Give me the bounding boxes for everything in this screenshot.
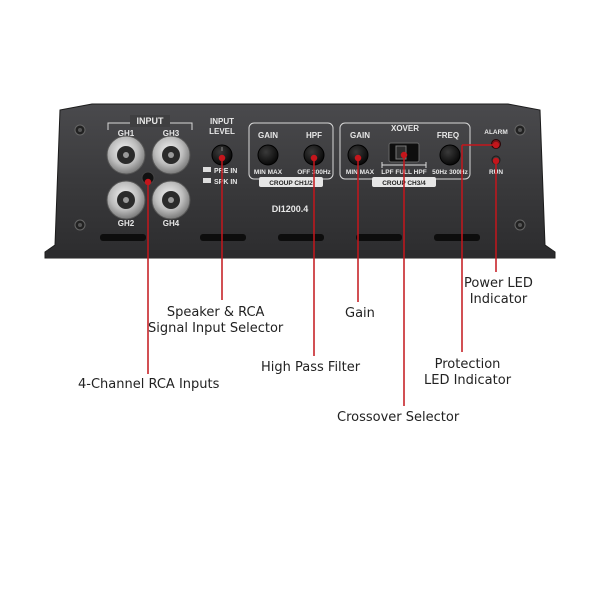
svg-text:XOVER: XOVER — [391, 124, 419, 133]
input-level-section: INPUT LEVEL PRE IN SPK IN — [203, 117, 237, 186]
svg-text:CROUP CH1/2: CROUP CH1/2 — [269, 180, 313, 187]
pre-in-label: PRE IN — [214, 168, 237, 175]
svg-text:HPF: HPF — [306, 131, 322, 140]
alarm-label: ALARM — [484, 129, 507, 136]
svg-text:LEVEL: LEVEL — [209, 127, 235, 136]
callout-gain: Gain — [345, 306, 375, 321]
callout-rca-inputs: 4-Channel RCA Inputs — [78, 377, 220, 392]
label-gh3: GH3 — [163, 129, 180, 138]
callout-crossover: Crossover Selector — [337, 410, 460, 425]
rca-jack[interactable] — [106, 180, 146, 220]
rca-jack[interactable] — [151, 180, 191, 220]
rca-jack[interactable] — [106, 135, 146, 175]
callout-speaker-rca: Speaker & RCA Signal Input Selector — [148, 305, 284, 336]
input-section: INPUT GH1 GH3 GH2 GH4 — [107, 115, 193, 228]
callout-lines — [144, 141, 500, 406]
screw-icon — [74, 124, 526, 231]
model-label: DI1200.4 — [272, 204, 309, 214]
callout-high-pass: High Pass Filter — [261, 360, 361, 375]
callout-protection-led: Protection LED Indicator — [424, 357, 512, 388]
svg-text:MIN MAX: MIN MAX — [254, 169, 283, 176]
vent-slots — [100, 234, 480, 241]
label-gh1: GH1 — [118, 129, 135, 138]
rca-jack[interactable] — [151, 135, 191, 175]
svg-text:GAIN: GAIN — [258, 131, 278, 140]
gain-knob-ch12[interactable] — [257, 144, 279, 166]
label-gh4: GH4 — [163, 219, 180, 228]
svg-text:FREQ: FREQ — [437, 131, 459, 140]
freq-knob-ch34[interactable] — [439, 144, 461, 166]
input-title: INPUT — [137, 116, 165, 126]
svg-text:MIN MAX: MIN MAX — [346, 169, 375, 176]
svg-text:50Hz 300Hz: 50Hz 300Hz — [432, 169, 469, 176]
spk-in-label: SPK IN — [214, 179, 237, 186]
svg-text:GAIN: GAIN — [350, 131, 370, 140]
svg-text:INPUT: INPUT — [210, 117, 234, 126]
label-gh2: GH2 — [118, 219, 135, 228]
callout-power-led: Power LED Indicator — [464, 276, 533, 307]
